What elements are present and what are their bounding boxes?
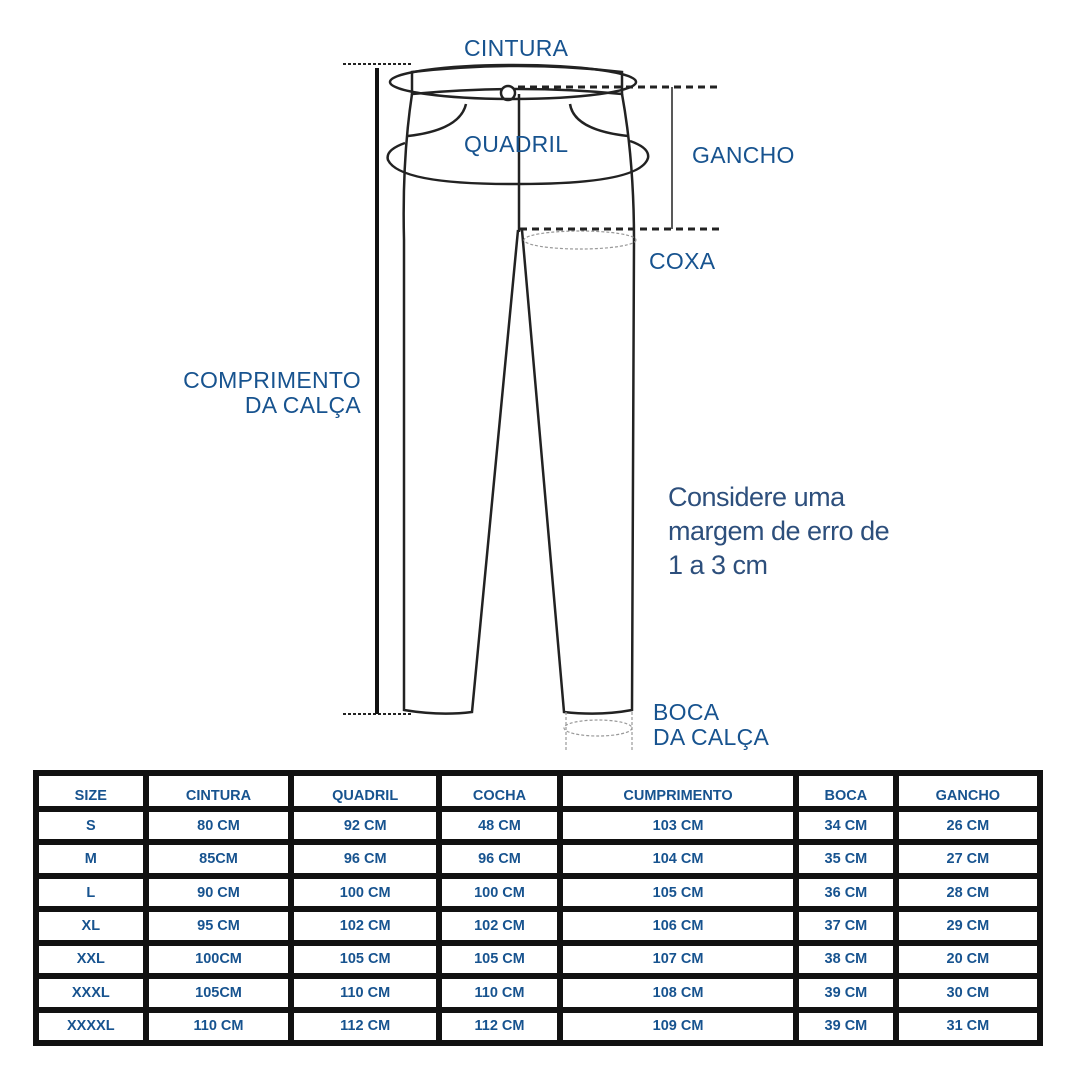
label-comprimento: COMPRIMENTO DA CALÇA: [150, 368, 361, 418]
table-cell: XXL: [36, 942, 146, 977]
table-cell: 102 CM: [438, 909, 561, 943]
table-cell: 26 CM: [895, 809, 1040, 843]
table-cell: 20 CM: [895, 942, 1040, 977]
table-cell: 90 CM: [145, 875, 292, 910]
table-cell: 109 CM: [560, 1009, 797, 1043]
hip-measure-ellipse: [386, 139, 650, 186]
table-cell: 34 CM: [796, 809, 896, 843]
label-quadril: QUADRIL: [464, 131, 569, 157]
table-cell: 100 CM: [291, 875, 439, 910]
header-cell: GANCHO: [895, 773, 1040, 809]
note-line2: margem de erro de: [668, 516, 890, 546]
table-cell: 105 CM: [291, 942, 439, 977]
label-boca-line1: BOCA: [653, 699, 720, 725]
table-cell: 92 CM: [291, 809, 439, 843]
table-cell: 105 CM: [438, 942, 561, 977]
pants-outline: [402, 64, 636, 715]
table-cell: 29 CM: [895, 909, 1040, 943]
table-cell: 48 CM: [438, 809, 561, 843]
table-cell: L: [36, 875, 146, 910]
table-cell: 31 CM: [895, 1009, 1040, 1043]
table-cell: 112 CM: [291, 1009, 439, 1043]
table-cell: 105CM: [145, 976, 292, 1010]
table-cell: 38 CM: [796, 942, 896, 977]
table-cell: 27 CM: [895, 842, 1040, 876]
table-cell: 30 CM: [895, 976, 1040, 1010]
table-cell: 104 CM: [560, 842, 797, 876]
header-cell: COCHA: [438, 773, 561, 809]
error-margin-note: Considere uma margem de erro de 1 a 3 cm: [668, 480, 890, 582]
table-cell: 110 CM: [291, 976, 439, 1010]
table-cell: 100CM: [145, 942, 292, 977]
note-line1: Considere uma: [668, 482, 845, 512]
table-cell: 96 CM: [291, 842, 439, 876]
label-boca-line2: DA CALÇA: [653, 724, 770, 750]
label-gancho: GANCHO: [692, 142, 795, 168]
table-cell: 108 CM: [560, 976, 797, 1010]
table-cell: 28 CM: [895, 875, 1040, 910]
table-cell: 37 CM: [796, 909, 896, 943]
label-comprimento-line1: COMPRIMENTO: [183, 367, 361, 393]
table-cell: M: [36, 842, 146, 876]
header-cell: CUMPRIMENTO: [560, 773, 797, 809]
table-cell: 39 CM: [796, 976, 896, 1010]
table-cell: S: [36, 809, 146, 843]
table-header-row: SIZE CINTURA QUADRIL COCHA CUMPRIMENTO B…: [36, 773, 1040, 809]
table-cell: 36 CM: [796, 875, 896, 910]
table-cell: 103 CM: [560, 809, 797, 843]
header-cell: BOCA: [796, 773, 896, 809]
table-cell: XXXXL: [36, 1009, 146, 1043]
note-line3: 1 a 3 cm: [668, 550, 768, 580]
size-table: SIZE CINTURA QUADRIL COCHA CUMPRIMENTO B…: [33, 770, 1043, 1046]
table-cell: 80 CM: [145, 809, 292, 843]
header-cell: SIZE: [36, 773, 146, 809]
table-cell: 112 CM: [438, 1009, 561, 1043]
table-cell: XL: [36, 909, 146, 943]
table-cell: 105 CM: [560, 875, 797, 910]
label-cintura: CINTURA: [464, 35, 569, 61]
table-cell: 110 CM: [145, 1009, 292, 1043]
thigh-measure-ellipse: [523, 230, 637, 250]
pants-diagram: [343, 63, 722, 752]
table-cell: 102 CM: [291, 909, 439, 943]
table-cell: 39 CM: [796, 1009, 896, 1043]
label-boca: BOCA DA CALÇA: [653, 700, 769, 750]
hem-measure-ellipse: [563, 719, 633, 737]
label-coxa: COXA: [649, 248, 716, 274]
table-cell: 110 CM: [438, 976, 561, 1010]
table-cell: 96 CM: [438, 842, 561, 876]
header-cell: QUADRIL: [291, 773, 439, 809]
table-cell: XXXL: [36, 976, 146, 1010]
table-cell: 107 CM: [560, 942, 797, 977]
table-cell: 106 CM: [560, 909, 797, 943]
table-cell: 95 CM: [145, 909, 292, 943]
label-comprimento-line2: DA CALÇA: [244, 392, 361, 418]
header-cell: CINTURA: [145, 773, 292, 809]
table-cell: 85CM: [145, 842, 292, 876]
waist-measure-ellipse: [388, 63, 638, 101]
table-cell: 100 CM: [438, 875, 561, 910]
table-cell: 35 CM: [796, 842, 896, 876]
